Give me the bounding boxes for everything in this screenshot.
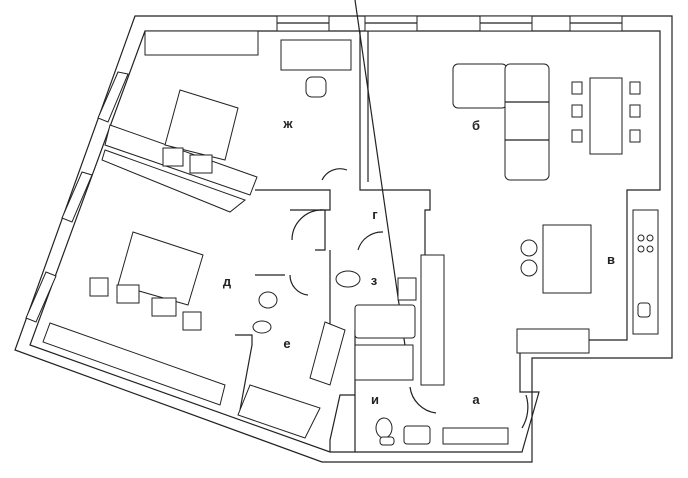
room-label-zh: ж: [282, 116, 293, 131]
outer-walls: [14, 15, 673, 463]
room-label-e: е: [283, 336, 290, 351]
windows: [25, 15, 623, 323]
room-label-z: з: [371, 273, 378, 288]
room-label-a: а: [472, 392, 480, 407]
room-label-g: г: [372, 207, 378, 222]
interior-walls: [101, 0, 431, 452]
room-label-i: и: [371, 392, 379, 407]
room-label-b: б: [472, 118, 480, 133]
room-label-v: в: [607, 252, 615, 267]
furniture: [42, 30, 659, 446]
room-label-d: д: [223, 274, 232, 289]
